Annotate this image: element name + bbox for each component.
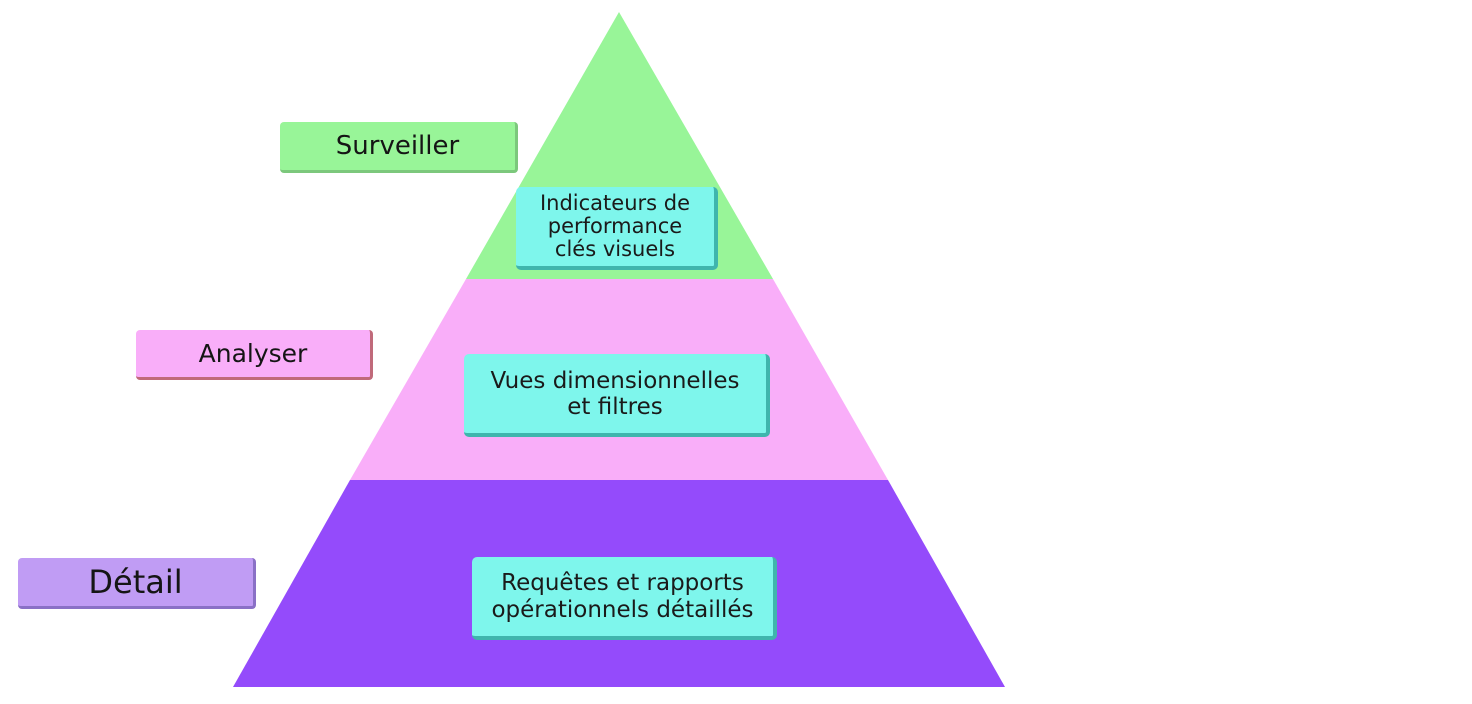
tier-description-text: Requêtes et rapports opérationnels détai…: [491, 569, 754, 623]
tier-description-bottom: Requêtes et rapports opérationnels détai…: [472, 557, 777, 640]
tier-description-text: Indicateurs de performance clés visuels: [539, 191, 691, 261]
tier-description-top: Indicateurs de performance clés visuels: [516, 187, 718, 270]
tier-description-middle: Vues dimensionnelles et filtres: [464, 354, 770, 437]
tier-label-detail: Détail: [18, 558, 256, 609]
tier-label-surveiller: Surveiller: [280, 122, 518, 173]
tier-label-analyser: Analyser: [136, 330, 373, 380]
tier-label-text: Analyser: [198, 339, 308, 368]
tier-label-text: Détail: [88, 563, 183, 601]
tier-label-text: Surveiller: [335, 131, 460, 161]
tier-description-text: Vues dimensionnelles et filtres: [490, 367, 740, 420]
